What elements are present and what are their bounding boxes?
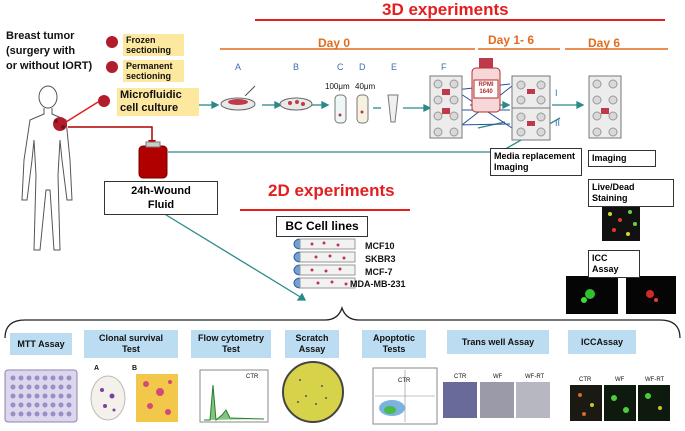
icc-green-image [566, 276, 618, 314]
filter-40-label: 40μm [355, 82, 376, 91]
assays-bracket [4, 305, 681, 339]
cell-lines-stack [293, 238, 356, 289]
tumor-mark [53, 117, 67, 131]
step-a-dish [220, 85, 256, 111]
filter-100-label: 100μm [325, 82, 350, 91]
step-f-plate [429, 75, 463, 139]
transwell-wfrt-label: WF-RT [525, 374, 545, 380]
bottle-label: RPMI 1640 [478, 82, 494, 95]
live-dead-image [602, 206, 640, 241]
wound-fluid-box: 24h-Wound Fluid [104, 181, 218, 215]
condition-i-label: I [555, 88, 558, 98]
icc-wf-label: WF [615, 377, 625, 383]
cell-line-4: MDA-MB-231 [350, 279, 406, 289]
microfluidic-culture-box: Microfluidic cell culture [117, 88, 199, 116]
step-b-dish [279, 97, 313, 111]
assay-flow-cytometry: Flow cytometry Test [191, 330, 271, 358]
day6-plate [588, 75, 622, 139]
cell-line-1: MCF10 [365, 241, 395, 251]
assay-icc: ICCAssay [568, 330, 636, 354]
assay-clonal-survival: Clonal survival Test [84, 330, 178, 358]
step-f-label: F [441, 62, 447, 72]
transwell-ctr-label: CTR [454, 374, 467, 380]
assay-scratch: Scratch Assay [285, 330, 339, 358]
media-replacement-box: Media replacement Imaging [490, 148, 582, 176]
permanent-sectioning-box: Permanent sectioning [123, 60, 184, 82]
icc-assay-images [570, 385, 670, 421]
step-c-label: C [337, 62, 344, 72]
step-a-label: A [235, 62, 242, 72]
step-c-tube [334, 94, 347, 124]
clonal-image-b [136, 374, 178, 422]
flow-ctr-label: CTR [246, 374, 259, 380]
cell-lines-title-box: BC Cell lines [276, 216, 368, 237]
transwell-wf-label: WF [493, 374, 503, 380]
step-b-label: B [293, 62, 300, 72]
flow-cytometry-image [199, 369, 269, 423]
clonal-label-b: B [132, 365, 138, 372]
step-d-label: D [359, 62, 366, 72]
day6-icc-box: ICC Assay [588, 250, 640, 278]
apoptotic-image [372, 367, 438, 425]
apoptotic-ctr-label: CTR [398, 378, 411, 384]
rpmi-bottle [471, 58, 501, 113]
assay-apoptotic: Apoptotic Tests [362, 330, 426, 358]
step-e-label: E [391, 62, 398, 72]
assay-mtt: MTT Assay [10, 333, 72, 355]
clonal-label-a: A [94, 365, 100, 372]
day1-plate-i [511, 75, 551, 109]
label-day-0: Day 0 [318, 36, 351, 50]
mtt-plate-image [4, 369, 78, 423]
cell-line-2: SKBR3 [365, 254, 396, 264]
title-2d-experiments: 2D experiments [268, 181, 395, 200]
day6-live-dead-box: Live/Dead Staining [588, 179, 674, 207]
cell-line-3: MCF-7 [365, 267, 393, 277]
icc-ctr-label: CTR [579, 377, 592, 383]
step-e-tube [387, 94, 399, 123]
day6-imaging-box: Imaging [588, 150, 656, 167]
transwell-images [443, 382, 550, 418]
wound-fluid-bag [138, 141, 168, 179]
icc-red-image [626, 276, 676, 314]
icc-wfrt-label: WF-RT [645, 377, 665, 383]
frozen-sectioning-box: Frozen sectioning [123, 34, 184, 56]
patient-silhouette [21, 85, 73, 251]
tumor-label: Breast tumor (surgery with or without IO… [6, 30, 93, 72]
day1-plate-ii [511, 107, 551, 141]
step-d-tube [356, 94, 369, 124]
label-day-1-6: Day 1- 6 [488, 33, 535, 47]
title-3d-experiments: 3D experiments [382, 0, 509, 19]
scratch-assay-image [282, 361, 344, 423]
condition-ii-label: II [555, 118, 561, 128]
label-day-6: Day 6 [588, 36, 621, 50]
assay-transwell: Trans well Assay [447, 330, 549, 354]
clonal-image-a [90, 375, 126, 421]
